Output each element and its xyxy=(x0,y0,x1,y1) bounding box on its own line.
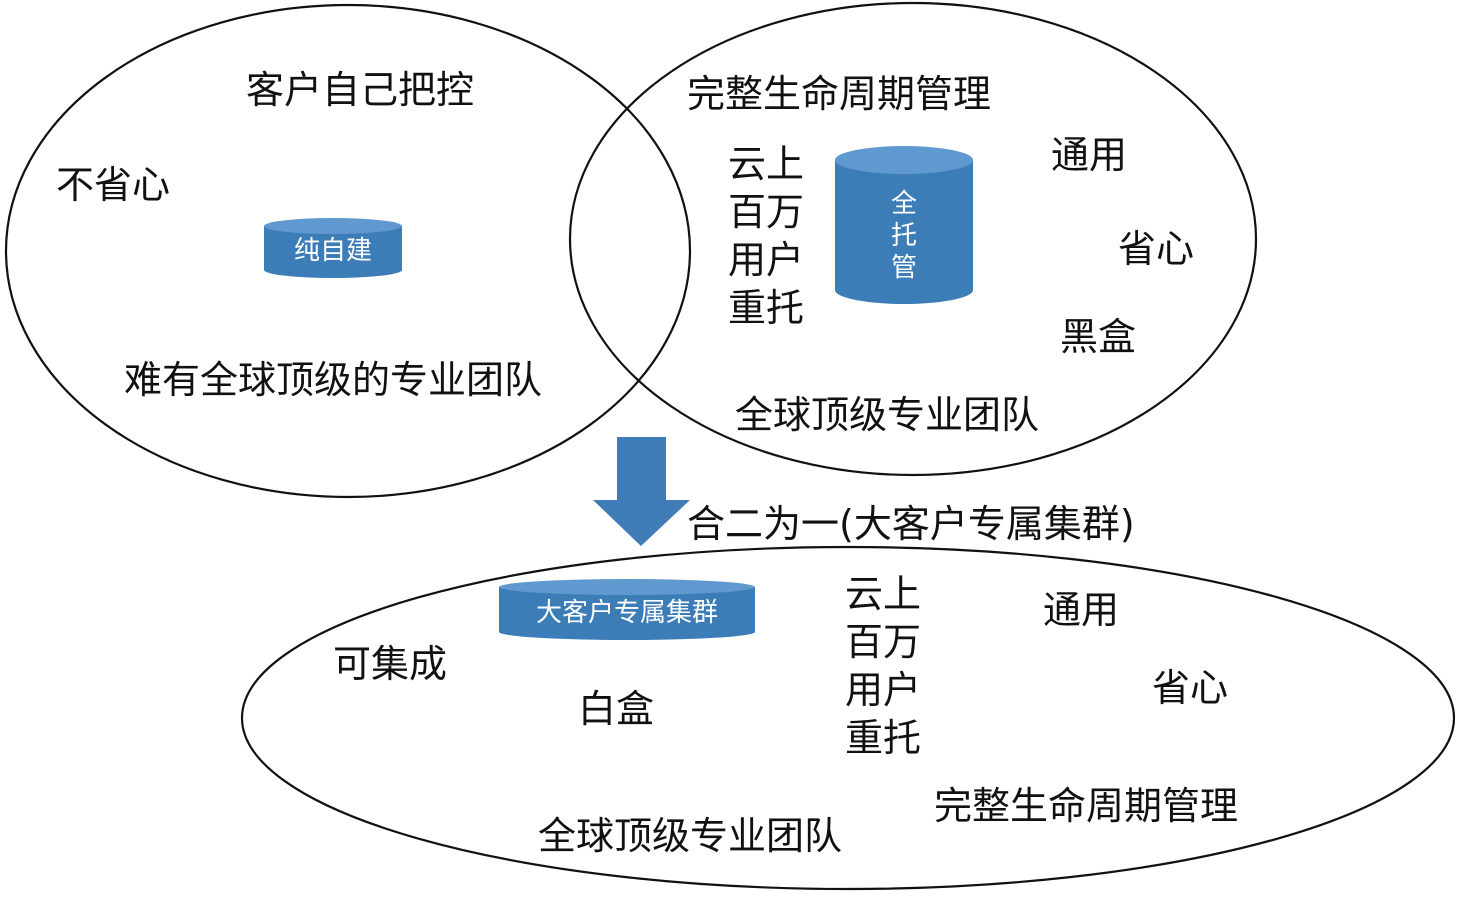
bottom-integrable: 可集成 xyxy=(333,642,447,686)
left-cylinder-label: 纯自建 xyxy=(294,236,372,266)
right-general: 通用 xyxy=(1051,133,1127,177)
right-team: 全球顶级专业团队 xyxy=(735,393,1039,437)
merge-label: 合二为一(大客户专属集群) xyxy=(687,502,1135,546)
right-blackbox: 黑盒 xyxy=(1060,315,1136,359)
right-hosting-4: 重托 xyxy=(728,286,804,330)
right-hosting-3: 用户 xyxy=(728,238,804,282)
bottom-hosting-2: 百万 xyxy=(845,620,921,664)
bottom-hosting-1: 云上 xyxy=(845,572,921,616)
bottom-easy: 省心 xyxy=(1152,666,1228,710)
bottom-ellipse xyxy=(240,545,1456,891)
merge-arrow xyxy=(593,437,690,546)
left-team: 难有全球顶级的专业团队 xyxy=(124,358,542,402)
bottom-cylinder-label: 大客户专属集群 xyxy=(536,598,718,628)
left-worry: 不省心 xyxy=(56,163,170,207)
right-hosting-1: 云上 xyxy=(728,142,804,186)
right-cylinder-label-3: 管 xyxy=(891,253,917,283)
right-cylinder-label-2: 托 xyxy=(891,221,917,251)
bottom-team: 全球顶级专业团队 xyxy=(538,814,842,858)
bottom-cylinder: 大客户专属集群 xyxy=(499,579,755,640)
left-ellipse xyxy=(4,3,692,499)
bottom-lifecycle: 完整生命周期管理 xyxy=(934,784,1238,828)
right-cylinder: 全 托 管 xyxy=(835,146,973,304)
bottom-general: 通用 xyxy=(1043,588,1119,632)
right-title: 完整生命周期管理 xyxy=(687,72,991,116)
right-cylinder-label-1: 全 xyxy=(891,189,917,219)
bottom-hosting-3: 用户 xyxy=(845,668,921,712)
right-ellipse xyxy=(568,1,1258,477)
bottom-whitebox: 白盒 xyxy=(578,687,654,731)
left-cylinder: 纯自建 xyxy=(264,218,402,278)
bottom-hosting-4: 重托 xyxy=(845,716,921,760)
right-easy: 省心 xyxy=(1118,227,1194,271)
left-title: 客户自己把控 xyxy=(246,68,474,112)
right-hosting-2: 百万 xyxy=(728,190,804,234)
